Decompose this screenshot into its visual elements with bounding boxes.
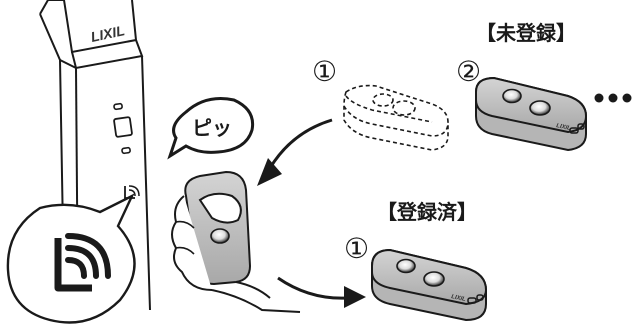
remote-1-dashed bbox=[343, 84, 449, 151]
more-remotes-ellipsis bbox=[594, 93, 632, 103]
remote-1-button-b bbox=[423, 271, 445, 287]
remote-1-brand: LIXIL bbox=[451, 294, 467, 303]
registered-label: 【登録済】 bbox=[377, 200, 477, 224]
arrow-to-hand bbox=[257, 118, 333, 186]
remote-1-button-a bbox=[396, 258, 416, 274]
remote-2-button-b bbox=[529, 100, 551, 116]
hand-with-remote bbox=[171, 170, 301, 313]
sensor-dot-bottom bbox=[121, 146, 131, 155]
wall-brand-logo: LIXIL bbox=[89, 22, 126, 45]
display-window bbox=[113, 116, 133, 138]
beep-text: ピッ bbox=[192, 116, 232, 140]
remote-2-brand: LIXIL bbox=[556, 123, 572, 132]
arrow-to-registered bbox=[277, 276, 366, 308]
sensor-dot-top bbox=[113, 102, 123, 111]
receiver-icon bbox=[54, 233, 111, 292]
step-number-2-top: ② bbox=[456, 55, 481, 88]
step-number-1-bottom: ① bbox=[344, 232, 369, 265]
remote-1-registered: LIXIL bbox=[371, 248, 488, 322]
remote-2-button-a bbox=[502, 88, 522, 104]
unregistered-label: 【未登録】 bbox=[476, 21, 576, 45]
beep-bubble bbox=[167, 97, 255, 160]
zoom-bubble bbox=[6, 193, 136, 324]
step-number-1-top: ① bbox=[312, 55, 337, 88]
remote-2-unregistered: LIXIL bbox=[475, 76, 588, 152]
